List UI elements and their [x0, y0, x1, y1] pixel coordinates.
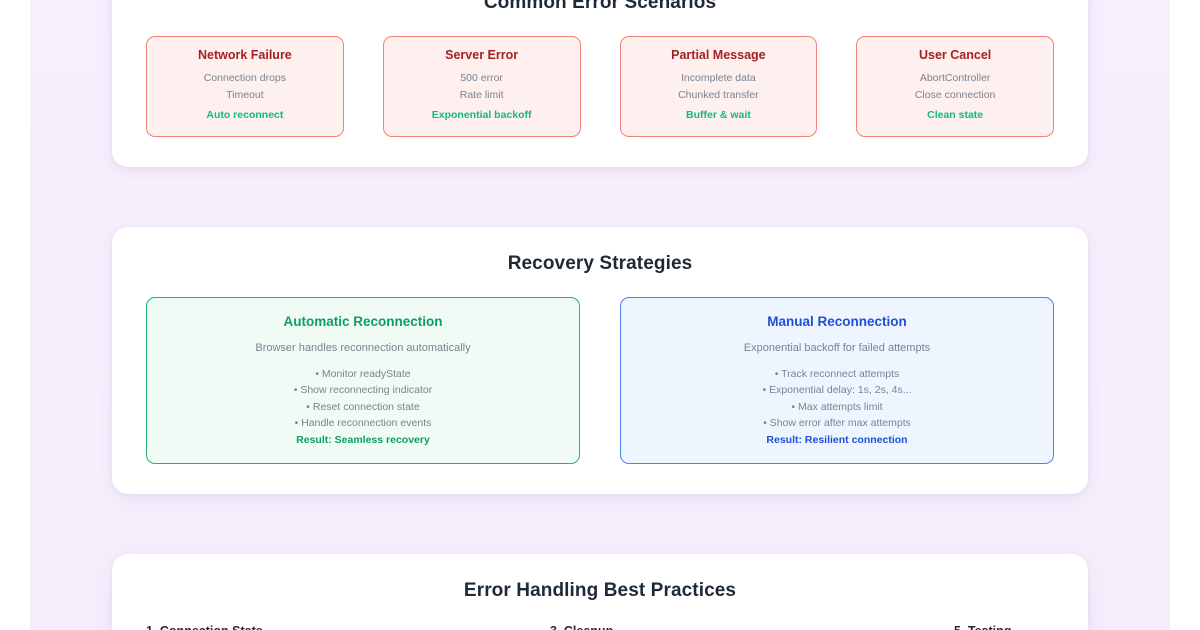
- error-card-detail: Close connection: [914, 89, 996, 102]
- page-title-best-practices: Error Handling Best Practices: [463, 579, 737, 601]
- error-card-detail: Rate limit: [459, 89, 504, 102]
- error-card-server-error[interactable]: Server Error 500 error Rate limit Expone…: [382, 36, 581, 137]
- strategy-card-bullet: • Max attempts limit: [791, 400, 883, 413]
- practice-item-title: 1. Connection State: [146, 624, 538, 630]
- error-card-detail: Incomplete data: [681, 72, 756, 84]
- strategy-card-subtitle: Exponential backoff for failed attempts: [743, 341, 931, 354]
- practice-item-title: 3. Cleanup: [550, 624, 942, 630]
- error-card-detail: Timeout: [226, 89, 264, 102]
- practice-item-cleanup: 3. Cleanup Always close EventSource in u…: [550, 624, 954, 630]
- panel-common-error-scenarios: Common Error Scenarios Network Failure C…: [112, 0, 1088, 167]
- strategy-card-bullet: • Track reconnect attempts: [774, 367, 900, 380]
- panel-best-practices: Error Handling Best Practices 1. Connect…: [112, 553, 1088, 630]
- error-card-title: Server Error: [445, 48, 519, 62]
- error-card-detail: AbortController: [919, 72, 991, 84]
- strategy-card-title: Manual Reconnection: [767, 313, 907, 329]
- strategy-card-subtitle: Browser handles reconnection automatical…: [255, 341, 471, 354]
- strategy-card-result: Result: Resilient connection: [766, 434, 908, 447]
- error-scenario-grid: Network Failure Connection drops Timeout…: [146, 36, 1054, 137]
- panel-recovery-strategies: Recovery Strategies Automatic Reconnecti…: [112, 226, 1088, 494]
- strategy-card-title: Automatic Reconnection: [283, 313, 443, 329]
- strategy-card-automatic-reconnection[interactable]: Automatic Reconnection Browser handles r…: [146, 296, 580, 464]
- strategy-card-bullet: • Monitor readyState: [315, 367, 411, 380]
- page-title-error-scenarios: Common Error Scenarios: [483, 0, 717, 13]
- strategy-card-manual-reconnection[interactable]: Manual Reconnection Exponential backoff …: [620, 296, 1054, 464]
- strategy-card-bullet: • Show error after max attempts: [763, 417, 911, 430]
- strategy-card-bullet: • Reset connection state: [306, 400, 420, 413]
- practice-item-testing: 5. Testing Test with network throttling,…: [954, 624, 1170, 630]
- error-card-title: User Cancel: [918, 48, 992, 62]
- error-card-user-cancel[interactable]: User Cancel AbortController Close connec…: [856, 36, 1054, 137]
- error-card-detail: 500 error: [460, 72, 503, 84]
- strategy-card-bullet: • Handle reconnection events: [294, 417, 432, 430]
- practice-item-title: 5. Testing: [954, 624, 1170, 630]
- error-card-result: Clean state: [927, 108, 984, 121]
- page-canvas: Common Error Scenarios Network Failure C…: [30, 0, 1170, 630]
- error-card-result: Exponential backoff: [431, 108, 532, 121]
- error-card-network-failure[interactable]: Network Failure Connection drops Timeout…: [146, 36, 344, 137]
- error-card-title: Network Failure: [197, 48, 292, 62]
- error-card-partial-message[interactable]: Partial Message Incomplete data Chunked …: [619, 36, 818, 137]
- error-card-detail: Chunked transfer: [678, 89, 759, 102]
- strategy-card-bullet: • Exponential delay: 1s, 2s, 4s...: [762, 384, 912, 397]
- content-stack: Common Error Scenarios Network Failure C…: [112, 0, 1088, 630]
- error-card-title: Partial Message: [671, 48, 766, 62]
- practice-item-connection-state: 1. Connection State Always track: connec…: [146, 624, 550, 630]
- error-card-result: Buffer & wait: [685, 108, 751, 121]
- recovery-strategy-grid: Automatic Reconnection Browser handles r…: [146, 296, 1054, 464]
- strategy-card-bullet: • Show reconnecting indicator: [293, 384, 433, 397]
- page-title-recovery-strategies: Recovery Strategies: [507, 252, 693, 274]
- strategy-card-result: Result: Seamless recovery: [296, 434, 430, 447]
- error-card-detail: Connection drops: [203, 72, 287, 84]
- best-practices-grid: 1. Connection State Always track: connec…: [146, 624, 1054, 630]
- error-card-result: Auto reconnect: [206, 108, 284, 121]
